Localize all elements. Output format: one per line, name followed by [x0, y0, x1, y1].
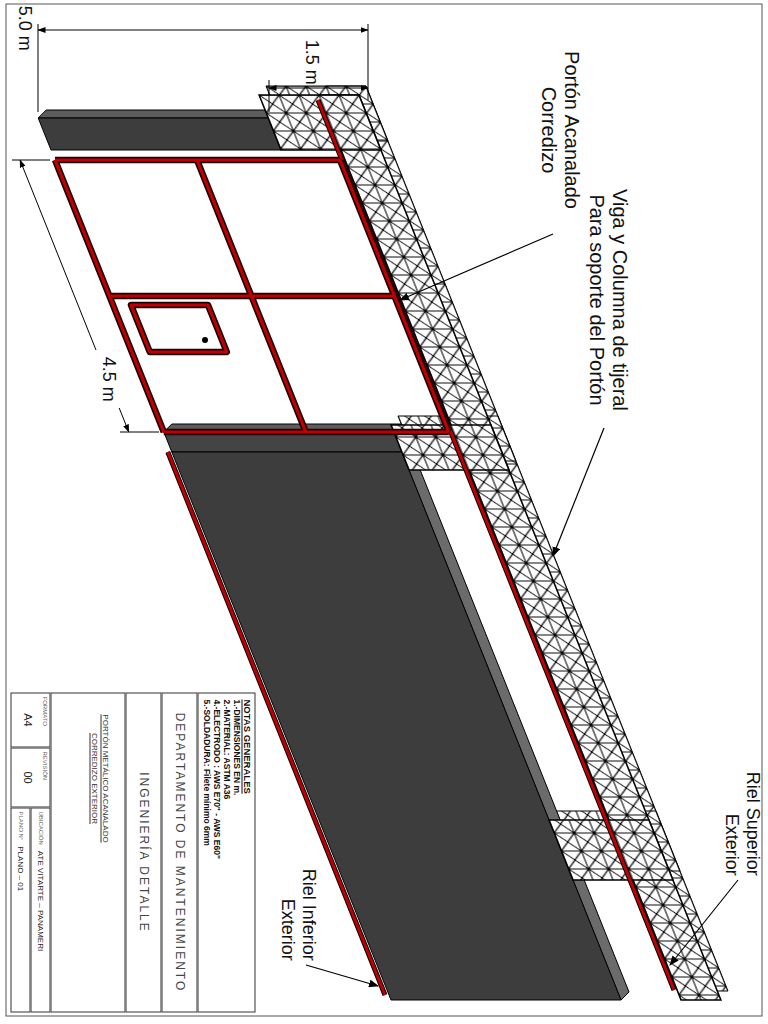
notes-box: NOTAS GENERALES1.-DIMENSIONES EN m.2.-MA…: [197, 692, 255, 1012]
cell-text: FORMATO: [41, 693, 49, 746]
title-cell: UBICACIÓN ATE VITARTE – PANAMERI: [30, 807, 50, 1012]
dimensions: [12, 24, 368, 432]
truss-beam: [319, 95, 721, 1000]
dimension-line: [20, 160, 96, 350]
title-cell: REVISIÓN 00: [10, 747, 50, 807]
cell-value: 2.-MATERIAL: ASTM A36: [221, 699, 231, 1005]
gate-frame: [55, 160, 449, 432]
part-label: Riel Superior Exterior: [721, 755, 762, 875]
post-front-face: [38, 118, 281, 150]
dimension-label: 5.0 m: [14, 5, 35, 50]
post-end-face: [38, 110, 276, 118]
cell-text: REVISIÓN: [41, 748, 49, 806]
extension-line: [12, 160, 50, 161]
extension-line: [120, 432, 159, 433]
part-label: Portón Acanalado Corredizo: [537, 40, 583, 220]
extension-line: [38, 24, 39, 112]
leader-line: [400, 234, 553, 300]
dimension-line: [38, 30, 368, 31]
dimension-line: [119, 408, 129, 432]
cell-text: NOTAS GENERALES: [241, 699, 251, 1005]
leaders: [306, 234, 738, 986]
page-frame: [6, 4, 762, 1016]
dimension-label: 1.5 m: [301, 39, 322, 84]
cell-value: 1.-DIMENSIONES EN m.: [231, 699, 241, 1005]
title-block: NOTAS GENERALES1.-DIMENSIONES EN m.2.-MA…: [10, 692, 255, 1012]
title-cell: DEPARTAMENTO DE MANTENIMIENTO: [161, 692, 197, 1012]
cell-text: UBICACIÓN: [37, 811, 43, 844]
part-label: Viga y Columna de tijeral Para soporte d…: [585, 180, 631, 420]
cell-text: PORTÓN METÁLICO ACANALADO CORREDIZO EXTE…: [88, 713, 110, 843]
title-cell: PORTÓN METÁLICO ACANALADO CORREDIZO EXTE…: [50, 692, 125, 1012]
cell-value: PLANO – 01: [16, 846, 25, 891]
cell-text: INGENIERÍA DETALLE: [136, 772, 150, 932]
part-label: Riel Inferior Exterior: [277, 850, 318, 960]
cell-text: DEPARTAMENTO DE MANTENIMIENTO: [172, 712, 186, 992]
cell-value: A4: [21, 693, 33, 746]
gate-tube: [55, 160, 449, 432]
gate-tube-outline: [55, 160, 449, 432]
title-cell: FORMATO A4: [10, 692, 50, 747]
leader-line: [306, 965, 378, 986]
leader-line: [553, 428, 604, 556]
dimension-label: 4.5 m: [98, 354, 119, 403]
extension-line: [368, 24, 369, 100]
title-cell: PLANO N° PLANO – 01: [10, 807, 30, 1012]
cell-value: 5.-SOLDADURA: Filete mínimo 6mm: [201, 699, 211, 1005]
door-handle: [202, 337, 208, 343]
cell-value: ATE VITARTE – PANAMERI: [36, 850, 45, 950]
title-cell: INGENIERÍA DETALLE: [125, 692, 161, 1012]
wall-post: [38, 110, 289, 150]
cell-value: 00: [21, 748, 33, 806]
leader-line: [670, 880, 738, 965]
truss-front: [259, 95, 721, 1000]
cell-value: 4.-ELECTRODO : AWS E70" - AWS E60": [211, 699, 221, 1005]
dimension-line: [269, 88, 368, 89]
cell-text: PLANO N°: [17, 811, 23, 840]
extension-line: [269, 80, 270, 112]
